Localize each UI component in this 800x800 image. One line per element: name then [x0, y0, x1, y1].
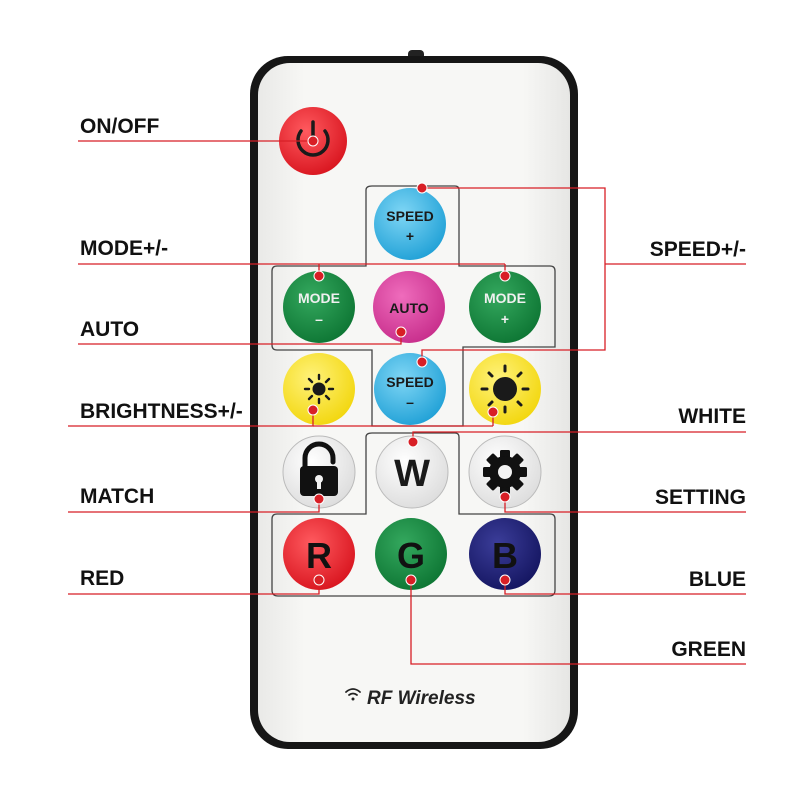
green-button[interactable]: G [375, 518, 447, 590]
dot-brightness-down [307, 404, 319, 416]
white-letter: W [394, 453, 430, 495]
red-letter: R [306, 535, 332, 576]
red-button[interactable]: R [283, 518, 355, 590]
setting-button[interactable] [468, 435, 542, 509]
dot-blue [499, 574, 511, 586]
dot-auto [395, 326, 407, 338]
mode-down-button[interactable]: MODE – [283, 271, 355, 343]
blue-letter: B [492, 535, 518, 576]
wifi-icon [345, 688, 361, 701]
leader-dots [307, 135, 511, 586]
auto-button[interactable]: AUTO [373, 271, 445, 343]
dot-speed-up [416, 182, 428, 194]
dot-white [407, 436, 419, 448]
dot-match [313, 493, 325, 505]
dot-red [313, 574, 325, 586]
mode-up-button[interactable]: MODE + [469, 271, 541, 343]
dot-setting [499, 491, 511, 503]
label-setting: SETTING [655, 486, 746, 509]
color-group-outline [271, 432, 556, 597]
padlock-icon [300, 441, 338, 496]
leader-green [410, 580, 746, 665]
blue-button[interactable]: B [469, 518, 541, 590]
label-blue: BLUE [689, 568, 746, 591]
label-brightness: BRIGHTNESS+/- [80, 400, 243, 423]
mode-down-text: MODE [298, 290, 340, 306]
speed-up-sign: + [406, 228, 414, 244]
speed-up-text: SPEED [386, 208, 433, 224]
label-on-off: ON/OFF [80, 115, 159, 138]
label-red: RED [80, 567, 124, 590]
dot-speed-down [416, 356, 428, 368]
auto-text: AUTO [389, 300, 429, 316]
speed-down-sign: – [406, 394, 414, 410]
brightness-up-button[interactable] [469, 353, 541, 425]
mode-up-sign: + [501, 311, 509, 327]
mode-up-text: MODE [484, 290, 526, 306]
mode-down-sign: – [315, 311, 323, 327]
label-match: MATCH [80, 485, 154, 508]
white-button[interactable]: W [375, 435, 449, 509]
dot-brightness-up [487, 406, 499, 418]
gear-icon [483, 450, 527, 494]
label-speed: SPEED+/- [650, 238, 746, 261]
label-white: WHITE [678, 405, 746, 428]
dot-mode-down [313, 270, 325, 282]
dot-power [307, 135, 319, 147]
label-green: GREEN [671, 638, 746, 661]
sun-large-icon [480, 364, 530, 414]
brand-text: RF Wireless [367, 688, 476, 709]
green-letter: G [397, 535, 425, 576]
speed-mode-group-outline [271, 185, 556, 427]
brightness-down-button[interactable] [283, 353, 355, 425]
dot-mode-up [499, 270, 511, 282]
dot-green [405, 574, 417, 586]
label-mode: MODE+/- [80, 237, 168, 260]
leader-speed-bracket [421, 187, 606, 362]
speed-down-text: SPEED [386, 374, 433, 390]
sun-small-icon [303, 373, 335, 405]
speed-down-button[interactable]: SPEED – [374, 353, 446, 425]
label-auto: AUTO [80, 318, 139, 341]
speed-up-button[interactable]: SPEED + [374, 188, 446, 260]
